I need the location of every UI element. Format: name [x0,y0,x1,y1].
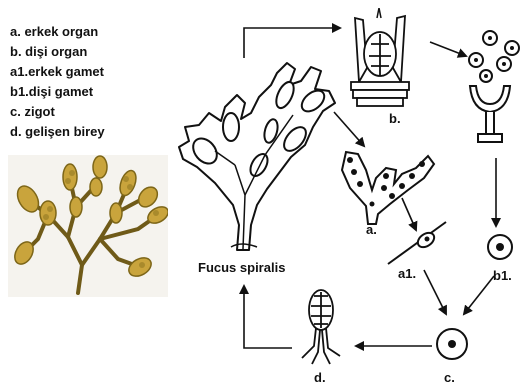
label-b: b. [389,111,401,126]
label-a1: a1. [398,266,416,281]
label-d: d. [314,370,326,385]
label-a: a. [366,222,377,237]
species-label: Fucus spiralis [198,260,285,275]
label-c: c. [444,370,455,385]
label-b1: b1. [493,268,512,283]
